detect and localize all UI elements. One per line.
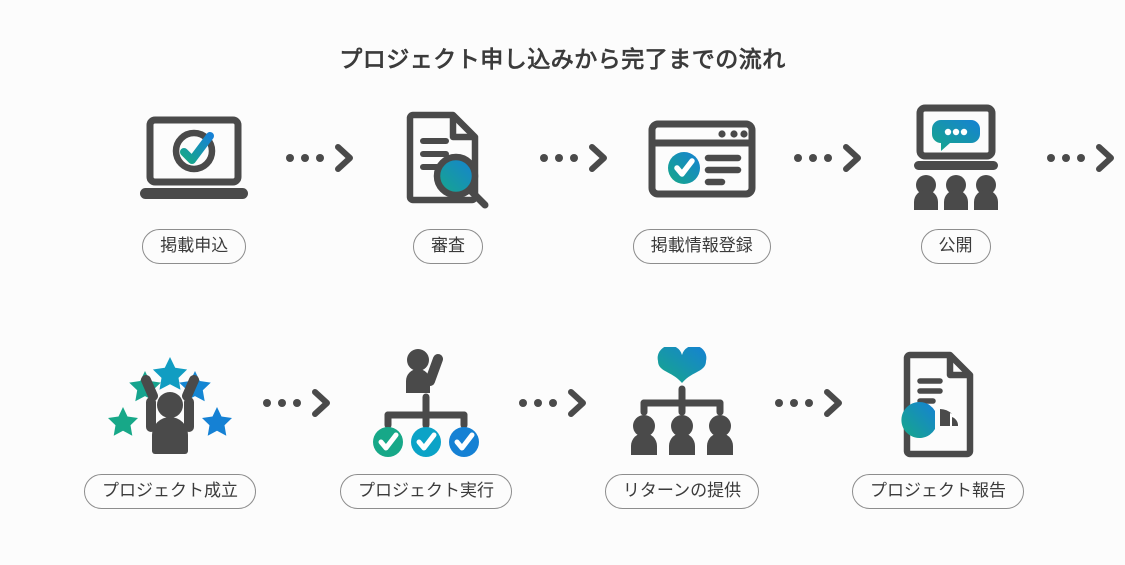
document-piechart-icon	[878, 345, 998, 460]
arrow-dot	[519, 398, 527, 407]
arrow-dot	[808, 153, 817, 162]
chevron-right-icon	[842, 143, 861, 172]
arrow-dot	[549, 398, 557, 407]
flow-arrow-4-trailing	[1040, 100, 1125, 215]
flow-step-3-label: 掲載情報登録	[632, 229, 771, 264]
arrow-dot	[1047, 153, 1056, 162]
browser-window-check-icon	[642, 100, 762, 215]
flow-row-2: プロジェクト成立	[0, 345, 1125, 509]
heart-people-group-icon	[622, 345, 742, 460]
arrow-dot	[286, 153, 295, 162]
arrow-dot	[1062, 153, 1071, 162]
flow-step-7[interactable]: リターンの提供	[597, 345, 767, 509]
arrow-dot	[293, 398, 301, 407]
arrow-dot	[569, 153, 578, 162]
flow-step-8-label: プロジェクト報告	[852, 474, 1024, 509]
chevron-right-icon	[335, 143, 354, 172]
flow-step-3[interactable]: 掲載情報登録	[618, 100, 787, 264]
arrow-dot	[539, 153, 548, 162]
flow-step-1[interactable]: 掲載申込	[110, 100, 279, 264]
flow-step-8[interactable]: プロジェクト報告	[852, 345, 1024, 509]
chevron-right-icon	[312, 388, 330, 417]
flow-step-5[interactable]: プロジェクト成立	[84, 345, 256, 509]
arrow-dot	[793, 153, 802, 162]
cheering-person-stars-icon	[105, 345, 235, 460]
flow-step-1-label: 掲載申込	[142, 229, 247, 264]
arrow-dot	[805, 398, 813, 407]
laptop-speech-audience-icon	[896, 100, 1016, 215]
chevron-right-icon	[568, 388, 586, 417]
laptop-check-icon	[134, 100, 254, 215]
flow-step-7-label: リターンの提供	[604, 474, 760, 509]
flow-row-1: 掲載申込	[0, 100, 1125, 264]
page-title: プロジェクト申し込みから完了までの流れ	[339, 46, 786, 72]
arrow-dot	[775, 398, 783, 407]
arrow-dot	[790, 398, 798, 407]
flow-arrow-6	[511, 345, 597, 460]
flow-step-6[interactable]: プロジェクト実行	[340, 345, 512, 509]
flow-step-4-label: 公開	[920, 229, 991, 264]
flow-arrow-1	[279, 100, 364, 215]
flow-step-4[interactable]: 公開	[871, 100, 1040, 264]
arrow-dot	[316, 153, 325, 162]
flow-arrow-5	[255, 345, 341, 460]
chevron-right-icon	[588, 143, 607, 172]
arrow-dot	[301, 153, 310, 162]
arrow-dot	[823, 153, 832, 162]
arrow-dot	[278, 398, 286, 407]
flow-arrow-7	[767, 345, 853, 460]
arrow-dot	[534, 398, 542, 407]
arrow-dot	[554, 153, 563, 162]
flow-step-6-label: プロジェクト実行	[340, 474, 512, 509]
person-tasks-checks-icon	[366, 345, 486, 460]
document-magnifier-icon	[388, 100, 508, 215]
arrow-dot	[1077, 153, 1086, 162]
flow-step-2[interactable]: 審査	[364, 100, 533, 264]
chevron-right-icon	[824, 388, 842, 417]
flow-arrow-3	[786, 100, 871, 215]
arrow-dot	[263, 398, 271, 407]
chevron-right-icon	[1096, 143, 1115, 172]
flow-step-2-label: 審査	[413, 229, 483, 264]
flow-arrow-2	[532, 100, 617, 215]
flow-step-5-label: プロジェクト成立	[84, 474, 256, 509]
